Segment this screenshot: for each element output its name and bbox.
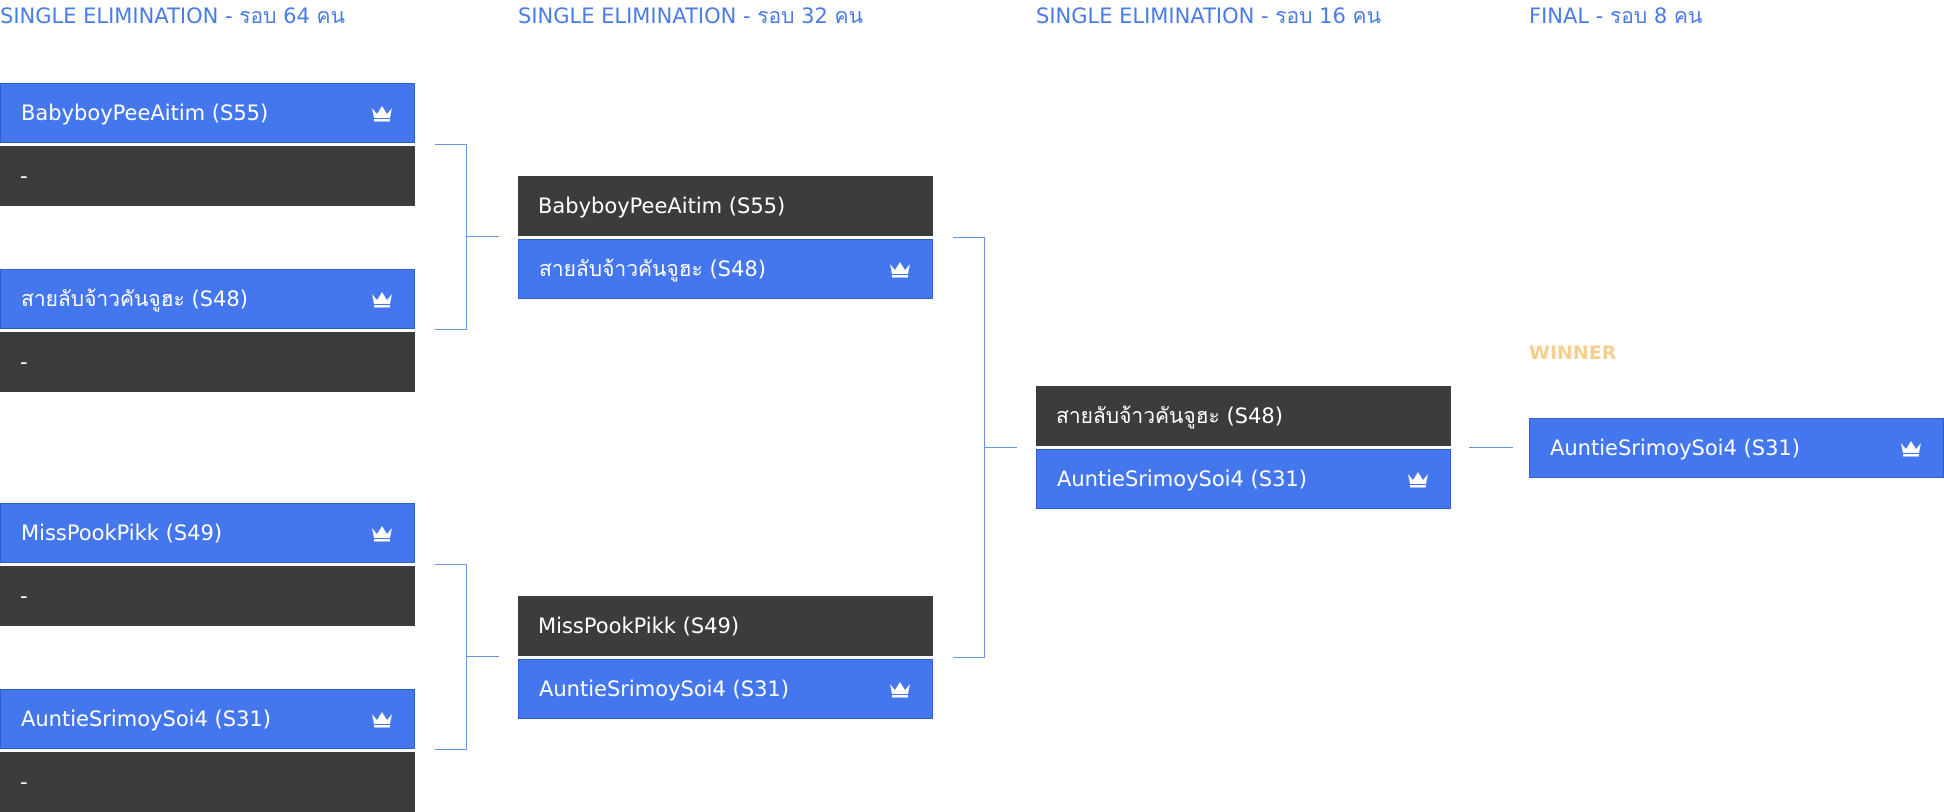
- player-name: -: [20, 164, 28, 188]
- player-name: -: [20, 584, 28, 608]
- crown-icon: [372, 292, 392, 308]
- player-name: BabyboyPeeAitim (S55): [538, 194, 786, 218]
- round-title-final: FINAL - รอบ 8 คน: [1529, 4, 1703, 28]
- player-name: MissPookPikk (S49): [21, 521, 223, 545]
- champion-slot[interactable]: AuntieSrimoySoi4 (S31): [1529, 418, 1944, 478]
- bracket-slot-winner[interactable]: AuntieSrimoySoi4 (S31): [1036, 449, 1451, 509]
- player-name: สายลับจ้าวคันจูฮะ (S48): [21, 286, 248, 311]
- bracket-slot-loser[interactable]: -: [0, 332, 415, 392]
- player-name: AuntieSrimoySoi4 (S31): [539, 677, 789, 701]
- winner-label: WINNER: [1529, 342, 1617, 364]
- round-title-64: SINGLE ELIMINATION - รอบ 64 คน: [0, 4, 345, 28]
- bracket-slot-winner[interactable]: BabyboyPeeAitim (S55): [0, 83, 415, 143]
- bracket-slot-winner[interactable]: AuntieSrimoySoi4 (S31): [0, 689, 415, 749]
- bracket-slot-loser[interactable]: MissPookPikk (S49): [518, 596, 933, 656]
- bracket-slot-loser[interactable]: BabyboyPeeAitim (S55): [518, 176, 933, 236]
- bracket-connector: [985, 447, 1017, 448]
- bracket-slot-loser[interactable]: -: [0, 752, 415, 812]
- bracket-slot-winner[interactable]: AuntieSrimoySoi4 (S31): [518, 659, 933, 719]
- bracket-slot-winner[interactable]: MissPookPikk (S49): [0, 503, 415, 563]
- crown-icon: [890, 682, 910, 698]
- crown-icon: [372, 106, 392, 122]
- player-name: BabyboyPeeAitim (S55): [21, 101, 269, 125]
- player-name: MissPookPikk (S49): [538, 614, 740, 638]
- bracket-slot-loser[interactable]: สายลับจ้าวคันจูฮะ (S48): [1036, 386, 1451, 446]
- bracket-slot-loser[interactable]: -: [0, 146, 415, 206]
- crown-icon: [372, 712, 392, 728]
- bracket-slot-winner[interactable]: สายลับจ้าวคันจูฮะ (S48): [518, 239, 933, 299]
- bracket-connector: [467, 656, 499, 657]
- round-title-32: SINGLE ELIMINATION - รอบ 32 คน: [518, 4, 863, 28]
- player-name: AuntieSrimoySoi4 (S31): [1550, 436, 1800, 460]
- player-name: AuntieSrimoySoi4 (S31): [1057, 467, 1307, 491]
- player-name: สายลับจ้าวคันจูฮะ (S48): [539, 256, 766, 281]
- bracket-connector: [467, 236, 499, 237]
- bracket-connector: [435, 564, 467, 750]
- round-title-16: SINGLE ELIMINATION - รอบ 16 คน: [1036, 4, 1381, 28]
- player-name: -: [20, 770, 28, 794]
- crown-icon: [1901, 441, 1921, 457]
- crown-icon: [372, 526, 392, 542]
- player-name: สายลับจ้าวคันจูฮะ (S48): [1056, 403, 1283, 428]
- crown-icon: [1408, 472, 1428, 488]
- bracket-connector: [1469, 447, 1513, 448]
- player-name: -: [20, 350, 28, 374]
- bracket-slot-winner[interactable]: สายลับจ้าวคันจูฮะ (S48): [0, 269, 415, 329]
- bracket-connector: [435, 144, 467, 330]
- player-name: AuntieSrimoySoi4 (S31): [21, 707, 271, 731]
- bracket-connector: [953, 237, 985, 658]
- crown-icon: [890, 262, 910, 278]
- bracket-slot-loser[interactable]: -: [0, 566, 415, 626]
